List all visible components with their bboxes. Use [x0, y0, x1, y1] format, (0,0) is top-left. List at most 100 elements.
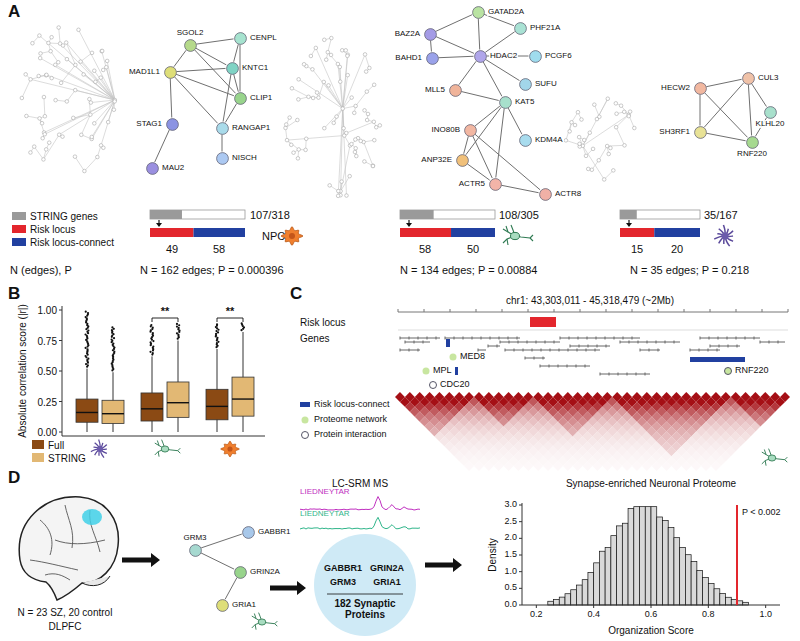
gene-name: GATAD2A: [487, 8, 525, 16]
string-network-background: [566, 140, 583, 145]
string-network-background: [73, 88, 77, 92]
neuron-icon: [530, 238, 533, 241]
string-network-background: [353, 150, 357, 154]
string-network-background: [43, 135, 59, 160]
string-network-background: [628, 110, 632, 114]
genome-track: [570, 346, 610, 347]
boxplot-panel: [150, 341, 152, 343]
string-network-background: [40, 58, 115, 100]
genome-track: [674, 341, 675, 344]
interaction-edge: [752, 83, 767, 106]
glia-icon: [91, 440, 107, 458]
histogram: [519, 605, 522, 606]
genome-track: [540, 366, 590, 367]
boxplot-panel: [111, 326, 113, 328]
gene-circle: [529, 50, 542, 63]
string-network-background: [74, 63, 78, 67]
string-network-background: [378, 124, 382, 128]
genome-track: [636, 373, 637, 376]
genome-track: [525, 357, 526, 360]
string-network-background: [315, 91, 319, 95]
genome-track: [502, 309, 503, 312]
interaction-edge: [436, 37, 474, 54]
gene-name: PHF21A: [529, 24, 561, 32]
gene-circle: [456, 154, 469, 167]
gene-circle: [216, 122, 229, 135]
string-network-background: [40, 121, 44, 125]
neuron-icon: [178, 448, 181, 451]
boxplot-panel: [152, 332, 154, 334]
genome-track: [658, 349, 659, 352]
histogram: [651, 507, 657, 605]
string-network-background: [371, 164, 375, 168]
string-network-background: [355, 154, 359, 158]
string-network-background: [606, 97, 610, 101]
boxplot-panel: [167, 402, 189, 403]
brain-illustration: [19, 497, 118, 600]
genome-track: [540, 365, 541, 368]
interaction-edge: [484, 14, 514, 25]
gene-name: GABBR1: [324, 564, 362, 574]
string-network-background: [322, 38, 326, 42]
string-network-background: [615, 112, 619, 116]
string-network-background: [336, 62, 340, 66]
string-network-background: [584, 154, 588, 158]
string-network-background: [368, 66, 372, 70]
gene-name: HECW2: [660, 84, 691, 92]
genome-track: [497, 345, 498, 348]
legend-swatch: [32, 453, 44, 462]
genome-track: [568, 349, 569, 352]
string-network-background: [81, 53, 92, 62]
p-value-label: P < 0.002: [742, 508, 781, 518]
string-network-background: [328, 184, 332, 188]
string-network-background: [59, 28, 60, 44]
gene-name: RANGAP1: [231, 124, 271, 132]
histogram: [548, 601, 554, 605]
legend-text: STRING: [48, 452, 86, 463]
count-label: 20: [671, 243, 683, 255]
string-network-background: [341, 109, 343, 196]
sample-note: N = 23 SZ, 20 control: [18, 607, 113, 618]
peptide-label: LIEDNEYTAR: [300, 488, 350, 497]
histogram: [565, 594, 571, 605]
string-network-background: [582, 138, 586, 142]
string-network-background: [290, 86, 294, 90]
histogram: [593, 605, 594, 608]
string-network-background: [602, 178, 606, 182]
genome-track: [656, 341, 657, 344]
gene-node: KAT5: [499, 96, 512, 109]
string-network-background: [92, 69, 96, 73]
genome-track: [427, 337, 428, 340]
gene-name: SUFU: [534, 80, 558, 88]
interaction-edge: [483, 62, 502, 97]
overlap-bar: [620, 210, 700, 237]
string-network-background: [43, 97, 45, 116]
string-network-background: [29, 78, 33, 82]
string-network-background: [92, 100, 115, 137]
string-network-background: [99, 76, 103, 80]
genome-track: [576, 365, 577, 368]
genome-track: [778, 341, 779, 344]
gene-circle: [474, 50, 487, 63]
neuron-icon: [762, 449, 788, 466]
interaction-edge: [170, 78, 172, 117]
string-network-background: [22, 79, 31, 98]
gene-name: BAZ2A: [394, 30, 421, 38]
string-network-background: [329, 53, 333, 57]
string-network-background: [307, 95, 311, 99]
genome-track: [588, 345, 589, 348]
string-network-background: [598, 115, 602, 119]
gene-name: GRIA1: [373, 578, 401, 588]
string-network-background: [334, 109, 343, 123]
histogram: [554, 599, 560, 605]
string-network-background: [341, 176, 350, 191]
histogram: [594, 563, 600, 605]
gene-name: GABBR1: [257, 528, 291, 536]
axis-tick: 3.0: [504, 500, 517, 510]
gene-name: GRIN2A: [249, 568, 281, 576]
genome-track: [514, 349, 515, 352]
genome-track: [398, 312, 788, 313]
genome-track: [760, 341, 761, 344]
neuron-icon: [764, 450, 766, 455]
